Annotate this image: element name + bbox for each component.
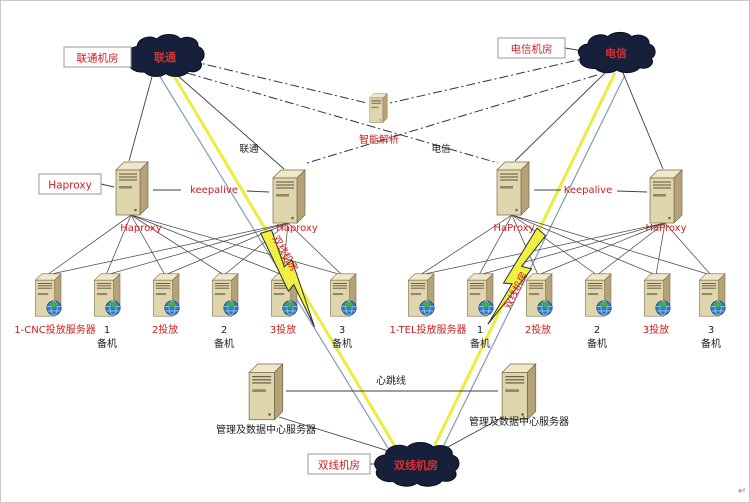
dashdot-unicom-cross [186,72,499,164]
globe-icon [419,300,435,316]
mgmt-right-label: 管理及数据中心服务器 [469,415,569,428]
server-label: 1 [477,325,483,336]
nodes [34,31,726,487]
dualline-cloud-label: 双线机房 [394,458,438,472]
mgmt-server-left-icon [248,363,284,421]
server-sublabel: 备机 [214,337,234,350]
dns-label: 智能解析 [359,133,399,146]
haproxy-left-1-icon [115,161,149,216]
haproxy-right-2-icon [649,169,683,224]
heartbeat-label: 心跳线 [376,374,406,387]
server-label: 3投放 [270,323,296,336]
server-label: 3 [708,325,714,336]
unicom-room-label: 联通机房 [77,52,119,65]
line-unicom-lb1 [128,72,154,162]
globe-icon [655,300,671,316]
globe-icon [105,300,121,316]
fan-lines-right-lb2 [419,222,712,276]
telecom-room-label: 电信机房 [511,43,553,56]
line-unicom-lb2 [176,74,285,170]
server-label: 3 [339,325,345,336]
mgmt-left-label: 管理及数据中心服务器 [216,423,316,436]
dualroom-box-label: 双线机房 [318,459,360,472]
haproxy-left-1-label: Haproxy [120,223,162,234]
globe-icon [710,300,726,316]
server-sublabel: 备机 [332,337,352,350]
server-label: 1-CNC投放服务器 [14,323,95,336]
globe-icon [341,300,357,316]
label-boxes [38,37,566,475]
server-label: 2投放 [525,323,551,336]
dualroom-box [307,453,371,475]
keepalive-right-label: Keepalive [564,185,612,196]
return-mark: ↵ [738,486,746,497]
globe-icon [223,300,239,316]
unicom-cloud-label: 联通 [154,50,176,64]
haproxy-left-2-label: Haproxy [276,223,318,234]
line-mgmt-left-cloud [278,416,396,454]
server-sublabel: 备机 [587,337,607,350]
unicom-room-box [63,46,132,68]
haproxy-right-1-icon [496,161,530,216]
telecom-cloud-label: 电信 [605,46,627,60]
globe-icon [282,300,298,316]
haproxy-box-label: Haproxy [48,180,92,192]
globe-icon [164,300,180,316]
globe-icon [537,300,553,316]
connector-lines [46,47,712,465]
haproxy-right-1-label: HaProxy [493,223,534,234]
dual-line-left-primary [169,70,401,454]
fan-lines-left-lb2 [46,222,343,276]
server-label: 1-TEL投放服务器 [389,323,466,336]
server-label: 1 [104,325,110,336]
dashdot-unicom-to-dns [190,60,368,104]
line-box-haproxy [100,183,115,188]
haproxy-left-2-icon [272,169,306,224]
haproxy-right-2-label: HaProxy [645,223,686,234]
telecom-line-label: 电信 [431,143,450,155]
globe-icon [596,300,612,316]
globe-icon [46,300,62,316]
telecom-room-box [497,37,566,59]
server-label: 2投放 [152,323,178,336]
line-telecom-lb2 [622,72,664,170]
server-label: 2 [221,325,227,336]
server-sublabel: 备机 [470,337,490,350]
haproxy-box [38,173,102,195]
server-label: 2 [594,325,600,336]
right-server-row [407,273,726,317]
server-sublabel: 备机 [97,337,117,350]
server-label: 3投放 [643,323,669,336]
unicom-line-label: 联通 [239,144,259,155]
fan-lines-left-lb1 [46,214,343,276]
fan-lines-right-lb1 [419,214,712,276]
line-telecom-lb1 [514,70,608,162]
dashdot-telecom-to-dns [389,56,592,104]
line-keepalive-left [153,189,270,193]
dns-server-icon [369,93,388,124]
keepalive-left-label: keepalive [190,185,238,196]
mgmt-server-right-icon [501,363,537,421]
line-keepalive-right [534,189,648,193]
server-sublabel: 备机 [701,337,721,350]
globe-icon [478,300,494,316]
